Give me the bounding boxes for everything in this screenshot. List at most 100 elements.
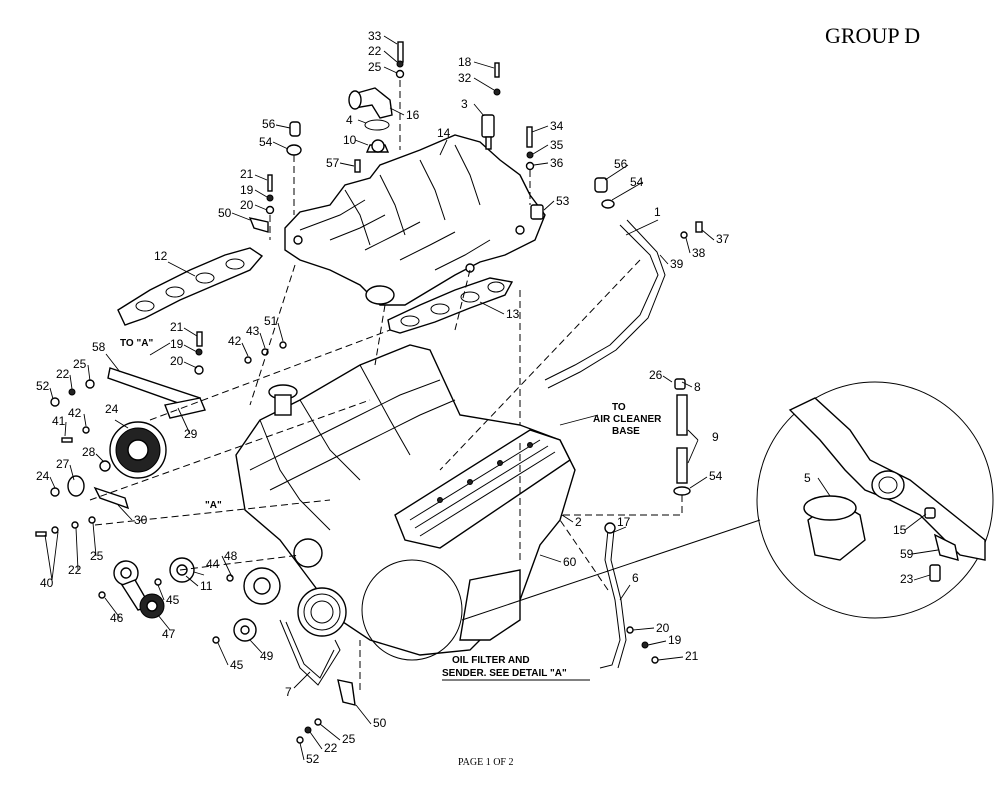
callout: 50	[218, 206, 232, 220]
callout: 21	[685, 649, 699, 663]
callout: 9	[712, 430, 719, 444]
pcv-hose	[673, 378, 691, 496]
callout: 37	[716, 232, 730, 246]
callout: 50	[373, 716, 387, 730]
valve-cover	[394, 429, 571, 549]
callout: 59	[900, 547, 914, 561]
callout: 16	[406, 108, 420, 122]
alternator	[67, 421, 167, 497]
intake-manifold	[284, 134, 546, 306]
callout: 47	[162, 627, 176, 641]
callout: 20	[170, 354, 184, 368]
callout: 52	[306, 752, 320, 766]
callout: 51	[264, 314, 278, 328]
callout: 58	[92, 340, 106, 354]
callout: 15	[893, 523, 907, 537]
callout: 20	[240, 198, 254, 212]
callout: 30	[134, 513, 148, 527]
callout: 6	[632, 571, 639, 585]
group-title: GROUP D	[825, 23, 920, 48]
callout: 10	[343, 133, 357, 147]
callout: 1	[654, 205, 661, 219]
callout: 57	[326, 156, 340, 170]
callout: 11	[200, 579, 213, 593]
dipstick	[599, 522, 627, 669]
callout: 54	[259, 135, 273, 149]
intake-gasket-left	[117, 247, 264, 326]
oil-filter-detail-circle	[361, 381, 994, 661]
callout: 45	[230, 658, 244, 672]
notes: TO "A" TO AIR CLEANER BASE "A" OIL FILTE…	[120, 338, 662, 681]
callout: 26	[649, 368, 663, 382]
callout: 24	[105, 402, 119, 416]
callout: 2	[575, 515, 582, 529]
callout: 39	[670, 257, 684, 271]
callout: 49	[260, 649, 274, 663]
callout: 21	[240, 167, 254, 181]
assembly-lines	[89, 80, 683, 690]
callout: 48	[224, 549, 238, 563]
callout: 25	[73, 357, 87, 371]
page-number: PAGE 1 OF 2	[458, 757, 513, 768]
callout: 22	[56, 367, 70, 381]
callout: 40	[40, 576, 54, 590]
callout: 42	[228, 334, 242, 348]
drive-belt	[279, 619, 341, 686]
note-to-air-cleaner-1: TO	[612, 402, 626, 413]
callout: 28	[82, 445, 96, 459]
bolt-stacks	[194, 41, 544, 375]
callout: 17	[617, 515, 631, 529]
callout: 33	[368, 29, 382, 43]
callout: 53	[556, 194, 570, 208]
callout: 18	[458, 55, 472, 69]
note-oil-filter-2: SENDER. SEE DETAIL "A"	[442, 668, 567, 679]
bracket-lower	[296, 679, 356, 744]
callout: 56	[262, 117, 276, 131]
oil-pan	[459, 569, 521, 641]
callout: 43	[246, 324, 260, 338]
callout: 44	[206, 557, 220, 571]
callout: 54	[709, 469, 723, 483]
note-to-a-upper: TO "A"	[120, 338, 153, 349]
callout: 42	[68, 406, 82, 420]
intake-gasket-right	[387, 277, 514, 334]
callout: 25	[368, 60, 382, 74]
callout: 19	[240, 183, 254, 197]
callout: 19	[668, 633, 682, 647]
callout: 29	[184, 427, 198, 441]
callout: 3	[461, 97, 468, 111]
callout: 19	[170, 337, 184, 351]
callout: 5	[804, 471, 811, 485]
callout: 21	[170, 320, 184, 334]
callout: 32	[458, 71, 472, 85]
callout: 12	[154, 249, 168, 263]
callout: 25	[90, 549, 104, 563]
callout: 27	[56, 457, 70, 471]
note-to-air-cleaner-2: AIR CLEANER	[593, 414, 662, 425]
callout: 14	[437, 126, 451, 140]
callout: 38	[692, 246, 706, 260]
note-to-air-cleaner-3: BASE	[612, 426, 640, 437]
callout: 35	[550, 138, 564, 152]
callout: 46	[110, 611, 124, 625]
callout: 4	[346, 113, 353, 127]
breather-tube	[544, 177, 703, 389]
callout: 34	[550, 119, 564, 133]
callout: 52	[36, 379, 50, 393]
leader-lines	[44, 35, 939, 761]
callout: 22	[368, 44, 382, 58]
fasteners-left	[35, 379, 659, 664]
callout: 25	[342, 732, 356, 746]
note-oil-filter-1: OIL FILTER AND	[452, 655, 530, 666]
callout: 23	[900, 572, 914, 586]
callout: 7	[285, 685, 292, 699]
note-a-marker: "A"	[205, 500, 222, 511]
callout: 56	[614, 157, 628, 171]
callout: 20	[656, 621, 670, 635]
thermostat-housing	[348, 87, 393, 153]
callout: 45	[166, 593, 180, 607]
temp-sensor	[481, 114, 495, 150]
callout: 8	[694, 380, 701, 394]
callout: 60	[563, 555, 577, 569]
